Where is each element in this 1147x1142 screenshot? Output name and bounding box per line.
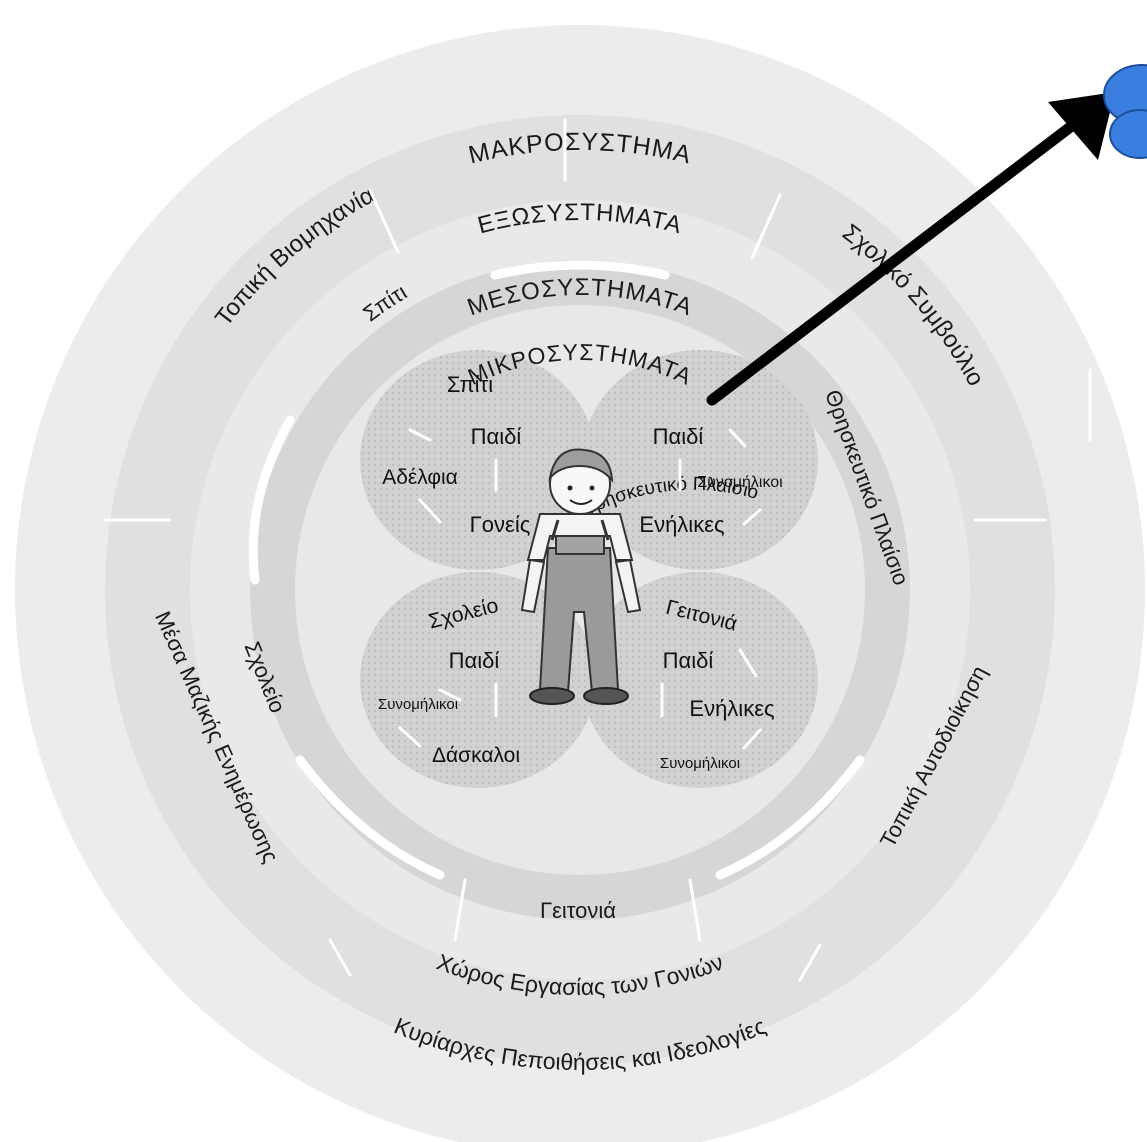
micro-school-child: Παιδί [449,648,500,673]
petal-religious [582,350,818,570]
exosystem-arrows [103,118,1092,982]
micro-neighborhood-peers: Συνομήλικοι [660,755,740,772]
micro-neighborhood-adults: Ενήλικες [689,696,774,721]
microsystem-arrows [398,428,762,750]
micro-home-parents: Γονείς [470,512,531,537]
micro-home-siblings: Αδέλφια [382,466,458,489]
micro-school-peers: Συνομήλικοι [378,696,458,713]
child-figure-icon [520,448,642,705]
mesosystem-arrows [248,260,865,880]
blue-cloud-icon [1103,64,1147,159]
micro-religious-peers: Συνομήλικοι [697,474,783,491]
micro-home-title: Σπίτι [447,372,493,397]
meso-neighborhood-label: Γειτονιά [540,898,616,923]
micro-school-teachers: Δάσκαλοι [432,744,520,767]
micro-religious-adults: Ενήλικες [639,512,724,537]
micro-neighborhood-child: Παιδί [663,648,714,673]
petal-neighborhood [582,572,818,788]
petal-home [360,350,596,570]
pointer-arrow-icon [706,92,1115,406]
micro-home-child: Παιδί [471,424,522,449]
micro-religious-child: Παιδί [653,424,704,449]
petal-school [360,572,596,788]
